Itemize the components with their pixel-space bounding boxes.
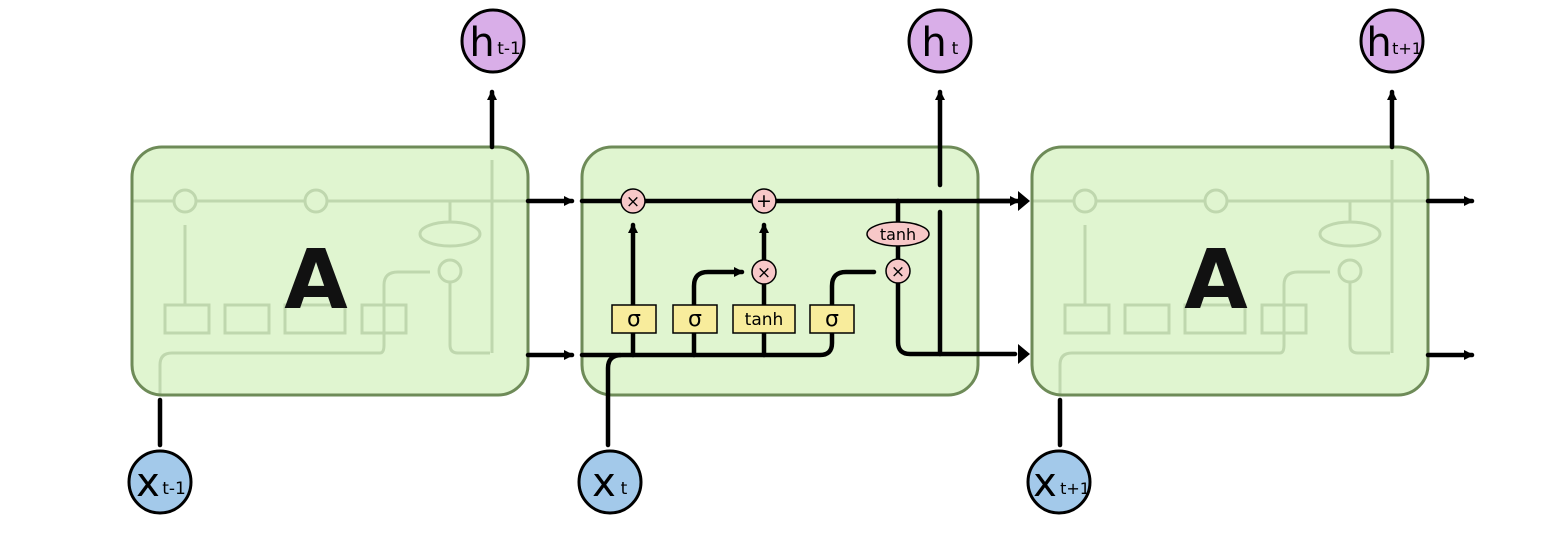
hidden-state-line [895,279,1018,357]
cell-block-label: A [284,233,348,328]
lstm-cell-previous: A [130,145,530,397]
cell-block-label: A [1184,233,1248,328]
faded-internals [132,160,528,395]
output-label: h [921,20,946,66]
forget-multiply: × [626,192,640,212]
output-multiply: × [891,262,905,282]
cell-state-tanh: tanh [880,225,916,244]
output-node [907,8,973,74]
input-label: x [592,460,616,506]
input-subscript: t+1 [1060,479,1090,498]
candidate-tanh: tanh [745,310,784,330]
lstm-cell-current: σ σ tanh σ × + × tanh × [579,89,1018,448]
output-subscript: t+1 [1392,39,1422,58]
pointwise-ops: × + × tanh × [620,188,930,285]
faded-internals [1032,160,1428,395]
chain-connections [157,89,1475,448]
input-gate-arrow [691,267,745,358]
cell-add: + [756,190,772,212]
input-subscript: t-1 [162,479,186,499]
input-bus-line [605,269,877,448]
output-nodes: h t-1 h t h t+1 [460,8,1425,74]
input-label: x [1033,460,1057,506]
input-node [127,449,193,515]
input-node [1026,449,1092,515]
output-label: h [469,20,494,66]
input-label: x [136,460,160,506]
output-label: h [1366,20,1391,66]
lstm-cell-next: A [1030,145,1430,397]
gate-layers: σ σ tanh σ [611,304,855,334]
output-subscript: t-1 [497,39,521,59]
output-subscript: t [952,39,959,59]
input-multiply: × [757,263,771,283]
forget-gate-sigma: σ [627,307,641,332]
input-subscript: t [621,479,628,499]
output-gate-sigma: σ [825,307,839,332]
input-nodes: x t-1 x t x t+1 [127,449,1092,515]
input-gate-sigma: σ [688,307,702,332]
output-node [1359,8,1425,74]
output-node [460,8,526,74]
input-node [577,449,643,515]
